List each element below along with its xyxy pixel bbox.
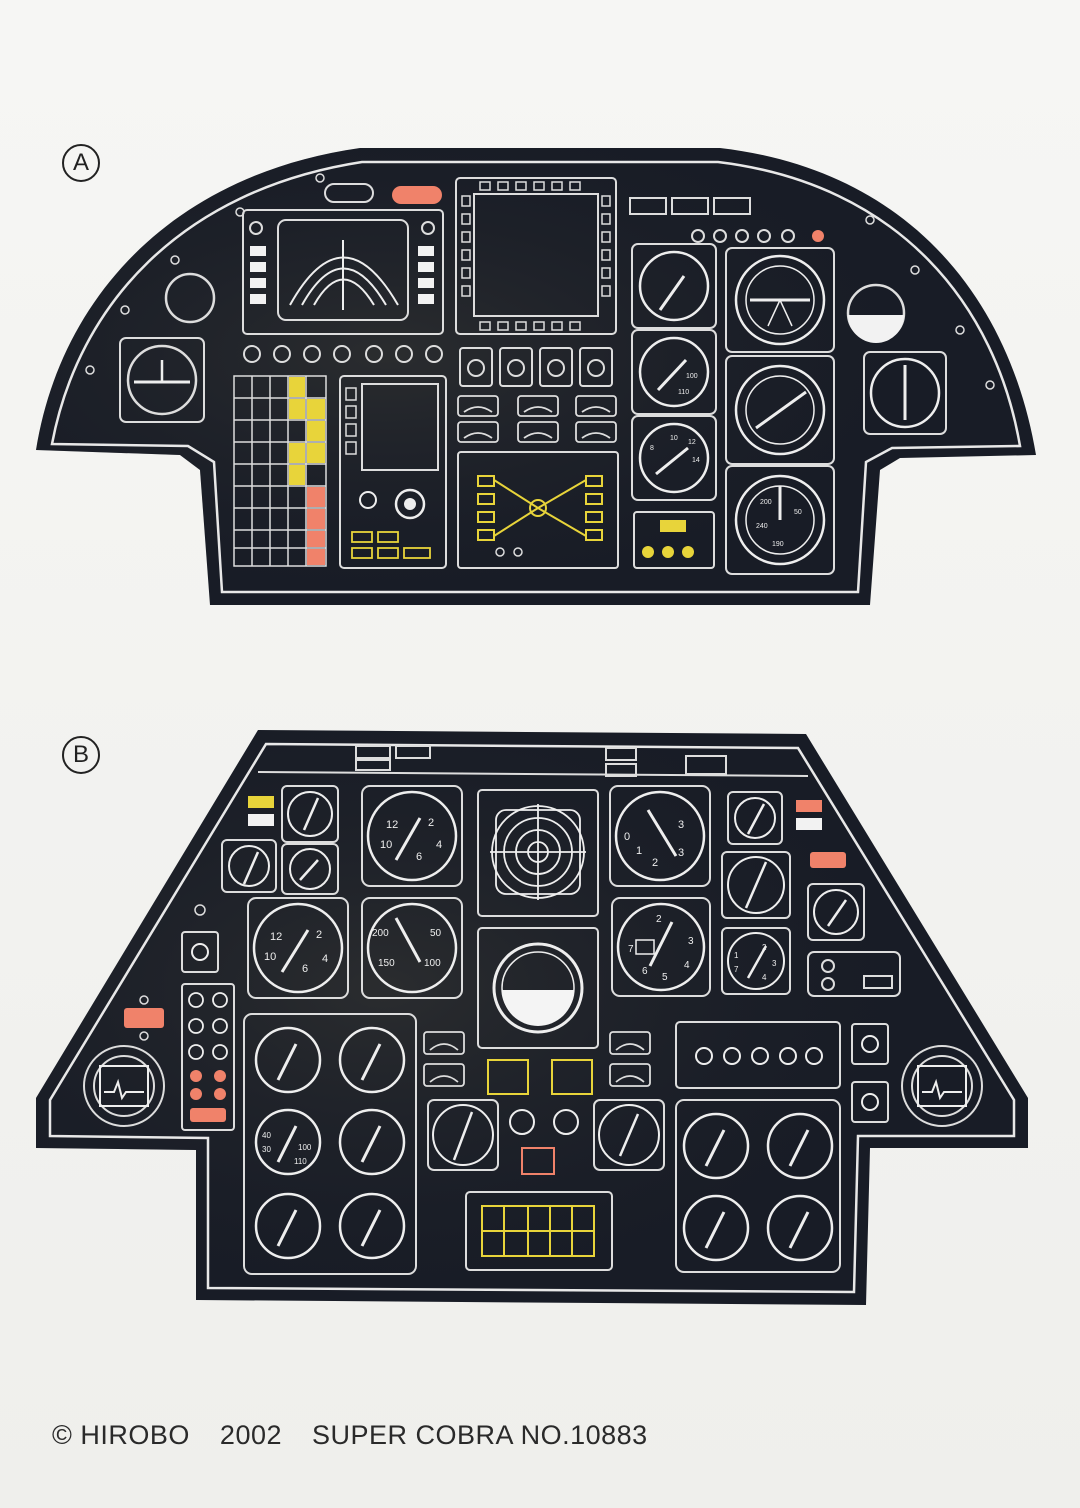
copyright-footer: © HIROBO 2002 SUPER COBRA NO.10883 — [52, 1420, 670, 1451]
pill-light — [324, 183, 374, 203]
eng-40: 40 — [262, 1131, 271, 1140]
gauge-a3-label-4: 190 — [772, 541, 784, 548]
nav-display — [339, 375, 447, 569]
speed-200: 200 — [372, 928, 389, 939]
warning-light — [392, 186, 442, 204]
annunciator-grid — [233, 375, 327, 567]
engine-block-left: 40 30 100 110 — [243, 1013, 417, 1275]
fuel-schematic — [457, 451, 619, 569]
radar-display — [242, 209, 444, 335]
middle-gauges-b: 12 2 10 6 4 200 50 150 100 2 7 3 6 — [247, 897, 791, 999]
clock1-num-6: 6 — [416, 851, 422, 863]
switch-row — [459, 347, 613, 387]
alt-5: 5 — [662, 972, 668, 983]
gauge-a2-label-3: 14 — [692, 457, 700, 464]
gauge-a2-label-2: 12 — [688, 439, 696, 446]
small-gauges-left — [221, 785, 339, 895]
knob-row — [243, 345, 443, 363]
clock2-num-0: 0 — [624, 831, 630, 843]
clock-a — [863, 351, 947, 435]
left-switch-column — [181, 904, 235, 1131]
clock3-num-4: 4 — [322, 953, 328, 965]
small-gauges-right — [721, 791, 901, 997]
clock1-num-4: 4 — [436, 839, 442, 851]
speed-150: 150 — [378, 958, 395, 969]
speed-50: 50 — [430, 928, 442, 939]
small-4: 4 — [762, 973, 767, 982]
gauge-a2-label-1: 10 — [670, 435, 678, 442]
alt-4: 4 — [684, 960, 690, 971]
alt-6: 6 — [642, 966, 648, 977]
left-port — [164, 272, 216, 324]
clock1-num-2: 2 — [428, 817, 434, 829]
engine-gauges-a: 100 110 10 12 14 8 — [631, 243, 717, 569]
gauge-a3-label-2: 50 — [794, 509, 802, 516]
gauge-a2-label-4: 8 — [650, 445, 654, 452]
flight-gauges-a: 200 50 240 190 — [725, 247, 835, 575]
top-clocks-b: 12 2 10 6 4 0 3 1 2 3 — [361, 785, 711, 887]
engine-block-right — [675, 1021, 841, 1273]
alt-3: 3 — [688, 936, 694, 947]
small-1: 1 — [734, 951, 739, 960]
radar-b — [477, 789, 599, 917]
panel-a: 100 110 10 12 14 8 — [36, 148, 1036, 605]
clock3-num-6: 6 — [302, 963, 308, 975]
clock1-num-12: 12 — [386, 819, 398, 831]
speed-100: 100 — [424, 958, 441, 969]
product-name: SUPER COBRA NO.10883 — [312, 1420, 648, 1450]
eng-100: 100 — [298, 1143, 312, 1152]
small-7: 7 — [734, 965, 739, 974]
attitude-indicator-b — [477, 927, 599, 1049]
gauge-a3-label-1: 200 — [760, 499, 772, 506]
clock3-num-2: 2 — [316, 929, 322, 941]
panel-b-border — [48, 742, 1016, 1294]
copyright-text: © HIROBO — [52, 1420, 190, 1450]
clock3-num-12: 12 — [270, 931, 282, 943]
clock2-num-2: 2 — [652, 857, 658, 869]
panel-b: 12 2 10 6 4 0 3 1 2 3 — [36, 730, 1028, 1305]
small-2: 2 — [762, 943, 767, 952]
copyright-year: 2002 — [219, 1420, 282, 1450]
clock2-num-3b: 3 — [678, 847, 684, 859]
clock2-num-1: 1 — [636, 845, 642, 857]
alt-2: 2 — [656, 914, 662, 925]
clock1-num-10: 10 — [380, 839, 392, 851]
panel-a-border — [50, 160, 1022, 594]
panel-a-rivets — [85, 173, 995, 390]
gauge-a3-label-3: 240 — [756, 523, 768, 530]
panel-b-label: B — [62, 734, 100, 774]
center-mfd — [455, 177, 617, 335]
gauge-a1-label-1: 100 — [686, 373, 698, 380]
clock3-num-10: 10 — [264, 951, 276, 963]
clock2-num-3a: 3 — [678, 819, 684, 831]
center-lower-b — [423, 1031, 665, 1271]
small-3: 3 — [772, 959, 777, 968]
standby-attitude — [119, 337, 205, 423]
panel-a-label: A — [62, 142, 100, 182]
alt-7: 7 — [628, 944, 634, 955]
eng-110: 110 — [294, 1157, 307, 1166]
side-scopes — [83, 1023, 983, 1127]
gauge-a1-label-2: 110 — [678, 389, 689, 396]
eng-30: 30 — [262, 1145, 271, 1154]
